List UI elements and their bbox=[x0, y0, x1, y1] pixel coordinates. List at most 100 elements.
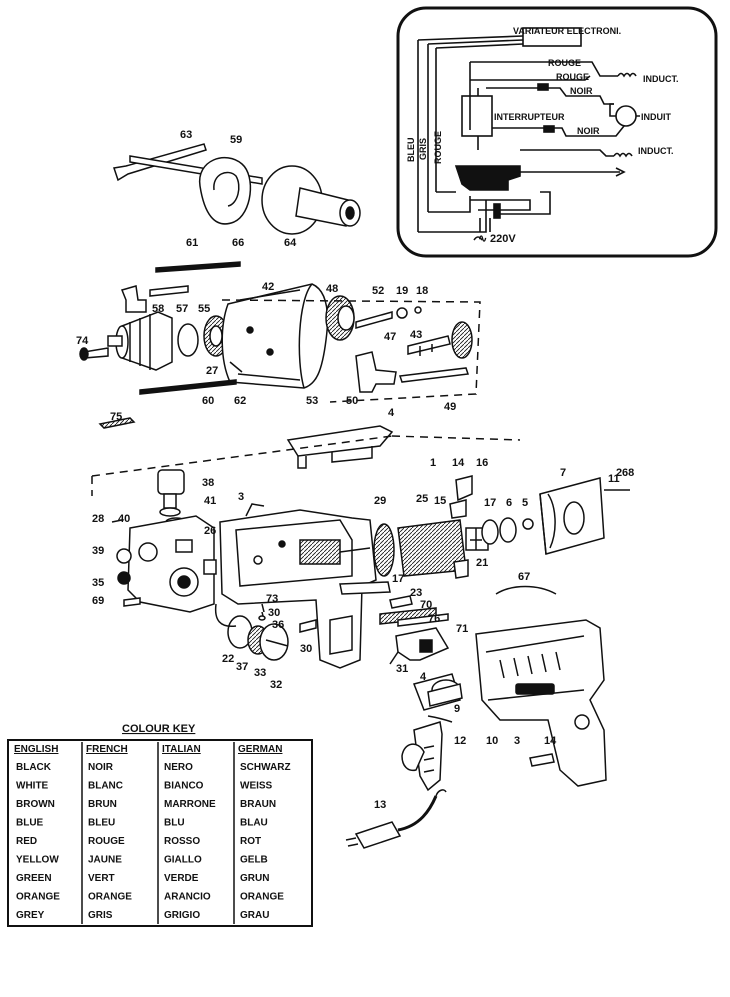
colour-key-cell: BRAUN bbox=[240, 799, 276, 810]
colour-key-header: FRENCH bbox=[86, 744, 128, 755]
part-callout-58: 58 bbox=[152, 303, 164, 315]
wire-label-interrupteur: INTERRUPTEUR bbox=[494, 112, 565, 122]
brush-holder bbox=[455, 475, 473, 502]
wiring-title: VARIATEUR ELECTRONI. bbox=[513, 26, 621, 36]
part-callout-3: 3 bbox=[514, 735, 520, 747]
trigger-cover-group bbox=[98, 417, 394, 469]
colour-key-cell: ORANGE bbox=[88, 892, 132, 903]
bearing-6 bbox=[481, 519, 499, 545]
part-callout-22: 22 bbox=[222, 653, 234, 665]
housing-vents bbox=[499, 651, 561, 679]
part-callout-15: 15 bbox=[434, 495, 446, 507]
colour-key-cell: BLACK bbox=[16, 762, 52, 773]
part-callout-43: 43 bbox=[410, 329, 422, 341]
handle-clamp-ring bbox=[199, 156, 252, 225]
part-callout-6: 6 bbox=[506, 497, 512, 509]
colour-key-cell: BLEU bbox=[88, 818, 115, 829]
part-callout-49: 49 bbox=[444, 401, 456, 413]
armature-fan bbox=[373, 523, 395, 577]
mode-knob bbox=[157, 469, 185, 495]
colour-key-cell: BLANC bbox=[88, 781, 123, 792]
part-callout-75: 75 bbox=[110, 411, 122, 423]
colour-key-cell: ROT bbox=[240, 836, 261, 847]
part-callout-48: 48 bbox=[326, 283, 338, 295]
wire-label-rouge-vertical: ROUGE bbox=[433, 131, 443, 164]
inductor-coil-bottom bbox=[613, 152, 633, 158]
part-callout-39: 39 bbox=[92, 545, 104, 557]
colour-key-cell: ROUGE bbox=[88, 836, 125, 847]
gearbox-assembly bbox=[79, 261, 481, 403]
colour-key-cell: JAUNE bbox=[88, 855, 122, 866]
part-callout-42: 42 bbox=[262, 281, 274, 293]
part-callout-4: 4 bbox=[420, 671, 427, 683]
wire-label-bleu: BLEU bbox=[406, 138, 416, 163]
part-callout-1: 1 bbox=[430, 457, 436, 469]
connector-block bbox=[454, 165, 521, 191]
right-housing-group bbox=[401, 619, 607, 792]
wire-label-noir-top: NOIR bbox=[570, 86, 593, 96]
wiring-diagram-frame bbox=[396, 6, 718, 258]
main-body-group bbox=[91, 435, 630, 669]
colour-key-cell: MARRONE bbox=[164, 799, 216, 810]
chuck-key bbox=[120, 285, 147, 313]
colour-key-cell: GRUN bbox=[240, 873, 269, 884]
part-callout-70: 70 bbox=[420, 599, 432, 611]
wire-label-voltage: 220V bbox=[490, 233, 516, 245]
colour-key-cell: WHITE bbox=[16, 781, 49, 792]
colour-key-cell: ARANCIO bbox=[164, 892, 211, 903]
colour-key-cell: ORANGE bbox=[16, 892, 60, 903]
part-callout-2: 2 bbox=[616, 467, 622, 479]
part-callout-32: 32 bbox=[270, 679, 282, 691]
wire-label-noir-bottom: NOIR bbox=[577, 126, 600, 136]
depth-arrow bbox=[495, 585, 557, 595]
part-callout-53: 53 bbox=[306, 395, 318, 407]
colour-key-cell: BIANCO bbox=[164, 781, 204, 792]
part-callout-9: 9 bbox=[454, 703, 460, 715]
pinion-shaft bbox=[407, 335, 451, 355]
side-handle-grip bbox=[295, 187, 349, 227]
part-callout-26: 26 bbox=[204, 525, 216, 537]
part-callout-19: 19 bbox=[396, 285, 408, 297]
part-callout-10: 10 bbox=[486, 735, 498, 747]
colour-key-frame bbox=[7, 739, 313, 927]
part-callout-35: 35 bbox=[92, 577, 104, 589]
colour-key-cell: BLU bbox=[164, 818, 185, 829]
part-callout-74: 74 bbox=[76, 335, 89, 347]
wiring-diagram bbox=[396, 6, 718, 258]
part-callout-30: 30 bbox=[268, 607, 280, 619]
colour-key-cell: ORANGE bbox=[240, 892, 284, 903]
dashed-assembly-line-body bbox=[91, 435, 521, 496]
part-callout-14: 14 bbox=[544, 735, 557, 747]
part-callout-52: 52 bbox=[372, 285, 384, 297]
wire-label-rouge-1: ROUGE bbox=[548, 58, 581, 68]
brand-badge bbox=[515, 683, 555, 695]
electronic-speed-controller bbox=[522, 27, 582, 47]
part-callout-37: 37 bbox=[236, 661, 248, 673]
colour-key-cell: GRIGIO bbox=[164, 910, 200, 921]
colour-key-header: ITALIAN bbox=[162, 744, 201, 755]
part-callout-59: 59 bbox=[230, 134, 242, 146]
part-callout-30: 30 bbox=[300, 643, 312, 655]
colour-key-cell: GRAU bbox=[240, 910, 269, 921]
wire-label-rouge-2: ROUGE bbox=[556, 72, 589, 82]
part-callout-17: 17 bbox=[392, 573, 404, 585]
colour-key-header: ENGLISH bbox=[14, 744, 58, 755]
part-callout-21: 21 bbox=[476, 557, 488, 569]
wire-label-induit: INDUIT bbox=[641, 112, 671, 122]
part-callout-14: 14 bbox=[452, 457, 465, 469]
wire-label-induct-top: INDUCT. bbox=[643, 74, 679, 84]
part-callout-11: 11 bbox=[608, 473, 620, 485]
part-callout-50: 50 bbox=[346, 395, 358, 407]
part-callout-29: 29 bbox=[374, 495, 386, 507]
armature-symbol bbox=[615, 105, 637, 127]
colour-key-cell: VERT bbox=[88, 873, 115, 884]
colour-key-cell: BLUE bbox=[16, 818, 44, 829]
wire-label-voltage-tilde: ∿ bbox=[478, 233, 487, 245]
colour-key-cell: GELB bbox=[240, 855, 268, 866]
colour-key-header: GERMAN bbox=[238, 744, 282, 755]
part-callout-4: 4 bbox=[388, 407, 395, 419]
